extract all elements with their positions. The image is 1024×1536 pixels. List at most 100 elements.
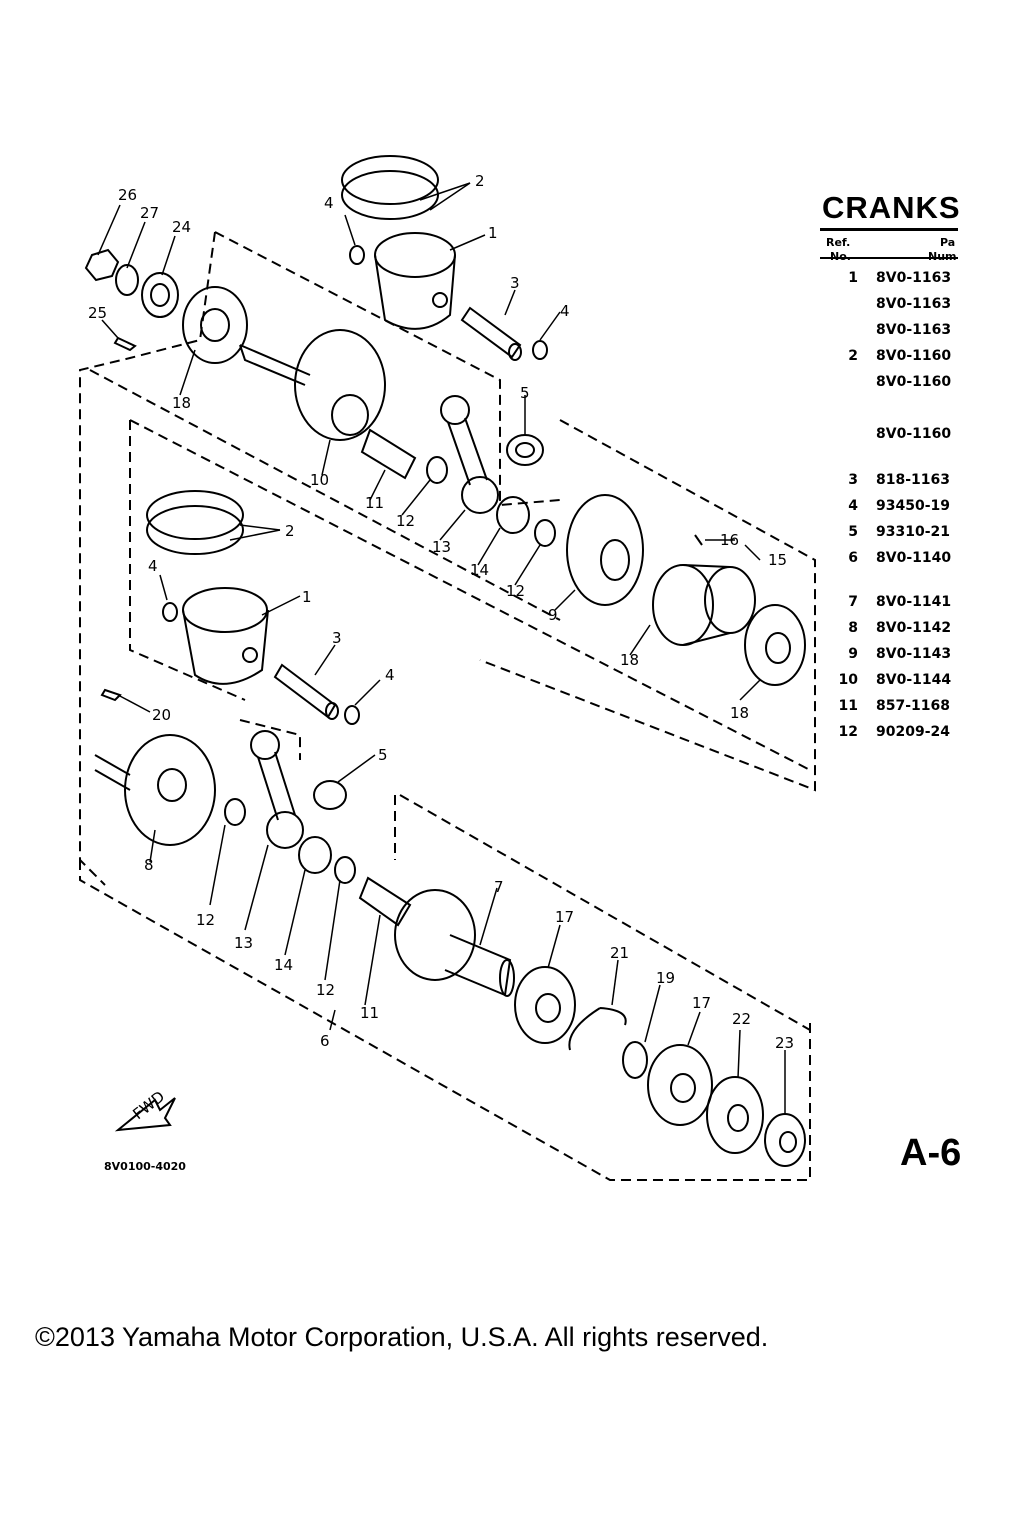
parts-row-ref: 3 [848,472,858,488]
callout-number: 2 [475,172,485,190]
lower-clip-a [162,602,178,622]
parts-row-number: 8V0-1143 [876,646,952,662]
header-ref-line2: No. [830,250,851,263]
callout-number: 23 [775,1034,794,1052]
parts-row-ref: 9 [848,646,858,662]
callout-number: 16 [720,531,739,549]
callout-number: 11 [360,1004,379,1022]
callout-number: 2 [285,522,295,540]
header-rule [820,257,958,259]
callout-numbers: 2627242518421345101112131412916151818241… [88,172,794,1123]
callout-number: 12 [316,981,335,999]
parts-row-ref: 2 [848,348,858,364]
center-labyrinth-seal [652,564,756,646]
parts-row-number: 8V0-1141 [876,594,952,610]
leader-lines [97,182,786,1115]
page-title: CRANKS [822,190,961,225]
parts-row-number: 8V0-1163 [876,270,952,286]
upper-crank-web [239,329,386,441]
callout-number: 18 [730,704,749,722]
callout-number: 7 [494,878,504,896]
lower-thrust-washer-b [334,856,356,884]
callout-number: 13 [234,934,253,952]
lower-washer [622,1041,648,1079]
callout-number: 1 [302,588,312,606]
callout-number: 3 [510,274,520,292]
callout-number: 9 [548,606,558,624]
parts-row-number: 8V0-1163 [876,296,952,312]
woodruff-key-upper [113,336,137,352]
callout-number: 12 [396,512,415,530]
parts-row-number: 90209-24 [876,724,950,740]
parts-row-ref: 6 [848,550,858,566]
callout-number: 12 [196,911,215,929]
parts-row-ref: 8 [848,620,858,636]
parts-row-number: 8V0-1160 [876,348,952,364]
callout-number: 26 [118,186,137,204]
lower-oil-seal [706,1076,764,1154]
parts-row-number: 8V0-1140 [876,550,952,566]
lower-bearing-a [514,966,576,1044]
callout-number: 19 [656,969,675,987]
center-crank-web [566,494,644,606]
upper-piston-rings [341,155,439,220]
lower-thrust-washer-a [224,798,246,826]
parts-row-number: 8V0-1142 [876,620,952,636]
upper-thrust-washer-a [426,456,448,484]
upper-clip-a [349,245,365,265]
lower-piston-rings [146,490,244,555]
parts-row-ref: 11 [838,698,858,714]
parts-row-number: 93310-21 [876,524,950,540]
callout-number: 5 [520,384,530,402]
parts-row-ref: 7 [848,594,858,610]
callout-number: 27 [140,204,159,222]
parts-row-ref: 1 [848,270,858,286]
title-rule [820,228,958,231]
callout-number: 8 [144,856,154,874]
upper-clip-b [532,340,548,360]
callout-number: 17 [692,994,711,1012]
callout-number: 22 [732,1010,751,1028]
header-ref-line1: Ref. [826,236,851,249]
center-right-bearing [744,604,806,686]
callout-number: 10 [310,471,329,489]
oil-seal [141,272,179,318]
parts-row-number: 93450-19 [876,498,950,514]
lower-piston-pin [273,663,339,720]
lower-big-end-bearing [298,836,332,874]
woodruff-key-lower [100,688,122,702]
callout-number: 11 [365,494,384,512]
callout-number: 5 [378,746,388,764]
parts-row-number: 857-1168 [876,698,950,714]
lower-right-crank-web [394,889,515,997]
callout-number: 1 [488,224,498,242]
lower-crank-dashed-group [79,719,811,1181]
callout-number: 24 [172,218,191,236]
lower-clip-b [344,705,360,725]
fwd-arrow-icon [114,1097,176,1132]
callout-number: 4 [148,557,158,575]
lower-bearing-b [647,1044,713,1126]
upper-crank-pin [360,428,417,480]
parts-row-number: 8V0-1160 [876,374,952,390]
parts-row-ref: 12 [838,724,858,740]
lower-crank-web [94,734,216,846]
callout-number: 4 [324,194,334,212]
lower-connecting-rod [250,730,304,849]
parts-row-ref: 5 [848,524,858,540]
upper-thrust-washer-b [534,519,556,547]
upper-piston [374,232,456,330]
callout-number: 6 [320,1032,330,1050]
lower-crank-pin [358,876,412,927]
circlip [568,1007,627,1051]
upper-big-end-bearing [496,496,530,534]
callout-number: 13 [432,538,451,556]
upper-left-bearing [182,286,248,364]
copyright-notice: ©2013 Yamaha Motor Corporation, U.S.A. A… [35,1322,769,1352]
header-part-line1: Pa [940,236,956,249]
page-number: A-6 [900,1132,962,1174]
callout-number: 15 [768,551,787,569]
callout-number: 18 [620,651,639,669]
